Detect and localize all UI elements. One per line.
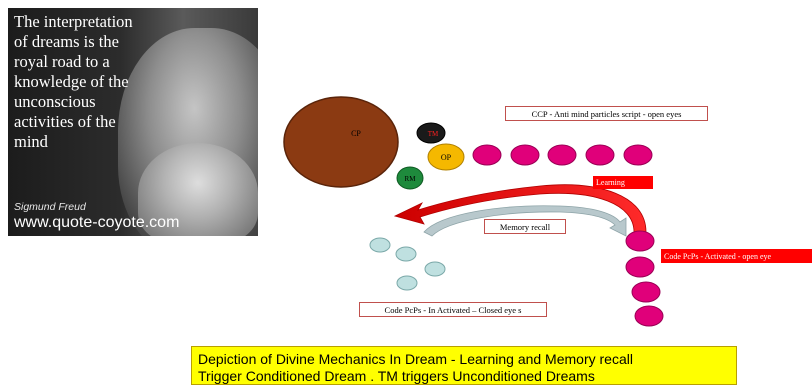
activated-pcps-column: [625, 230, 664, 327]
learning-label: Learning: [593, 176, 653, 189]
rm-label: RM: [405, 175, 417, 183]
freud-quote-image: The interpretation of dreams is the roya…: [8, 8, 258, 236]
quote-text: The interpretation of dreams is the roya…: [14, 12, 164, 152]
activated-pcp: [634, 305, 664, 327]
inactivated-pcp: [369, 237, 391, 253]
quote-line: activities of the: [14, 112, 116, 131]
quote-line: royal road to a: [14, 52, 110, 71]
op-circle: [427, 143, 465, 171]
ccp-particle: [623, 144, 653, 166]
ccp-particle: [585, 144, 615, 166]
ccp-particles-row: [472, 144, 653, 166]
ccp-label-box: CCP - Anti mind particles script - open …: [505, 106, 708, 121]
inactivated-pcp: [396, 275, 418, 291]
freud-beard: [138, 143, 258, 236]
memory-recall-arrow: [423, 205, 627, 237]
memory-recall-label-box: Memory recall: [484, 219, 566, 234]
diagram-caption: Depiction of Divine Mechanics In Dream -…: [191, 346, 737, 385]
quote-line: mind: [14, 132, 48, 151]
learning-arrow: [393, 184, 647, 233]
rm-circle: [396, 166, 424, 190]
activated-pcp: [631, 281, 661, 303]
activated-pcp: [625, 256, 655, 278]
quote-line: The interpretation: [14, 12, 133, 31]
quote-line: of dreams is the: [14, 32, 119, 51]
inactivated-pcps-group: [369, 237, 446, 291]
quote-line: unconscious: [14, 92, 96, 111]
code-pcps-activated-label: Code PcPs - Activated - open eye: [661, 249, 812, 263]
code-pcps-inactivated-label-box: Code PcPs - In Activated – Closed eye s: [359, 302, 547, 317]
ccp-particle: [472, 144, 502, 166]
tm-circle: [416, 122, 446, 144]
ccp-particle: [510, 144, 540, 166]
caption-line-1: Depiction of Divine Mechanics In Dream -…: [198, 351, 633, 367]
quote-line: knowledge of the: [14, 72, 129, 91]
activated-pcp: [625, 230, 655, 252]
ccp-particle: [547, 144, 577, 166]
inactivated-pcp: [424, 261, 446, 277]
tm-label: TM: [428, 130, 439, 138]
inactivated-pcp: [395, 246, 417, 262]
op-label: OP: [441, 153, 452, 162]
cp-label: CP: [351, 129, 361, 138]
quote-site: www.quote-coyote.com: [14, 214, 180, 231]
quote-author: Sigmund Freud: [14, 201, 86, 213]
cp-circle: [283, 96, 399, 188]
caption-line-2: Trigger Conditioned Dream . TM triggers …: [198, 368, 595, 384]
